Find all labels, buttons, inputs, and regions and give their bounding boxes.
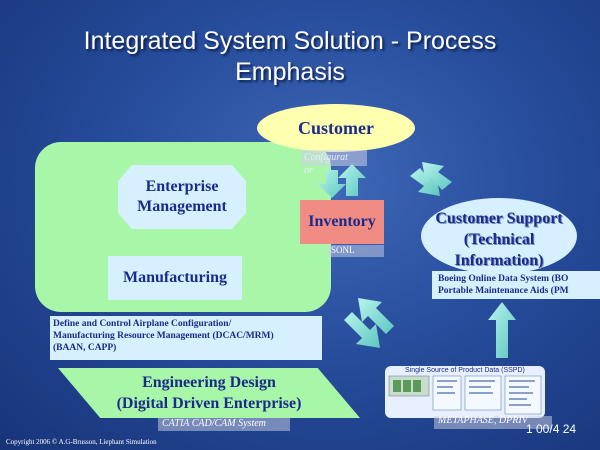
catia-label: CATIA CAD/CAM System [162,418,266,429]
dcac-mrm-label: Define and Control Airplane Configuratio… [53,318,274,354]
enterprise-label-line2: Management [137,198,227,215]
sspd-thumbnail-graphic [388,375,542,415]
arrow-down-config-to-inventory [318,170,346,198]
arrow-support-to-customer [422,162,452,190]
customer-node: Customer [257,104,415,152]
engineering-line2: (Digital Driven Enterprise) [116,395,302,412]
dcac-line2: Manufacturing Resource Management (DCAC/… [53,331,274,341]
boeing-online-label: Boeing Online Data System (BO Portable M… [438,273,569,297]
catia-label-box [158,418,290,431]
boeing-online-box [432,271,600,299]
metaphase-label: METAPHASE, DPRIV [438,415,528,426]
dcac-line3: (BAAN, CAPP) [53,343,117,353]
configurator-label: Configurat or [304,151,374,177]
customer-support-node [421,198,577,274]
metaphase-label-box [434,416,552,429]
configurator-label-line1: Configurat [304,152,348,163]
manufacturing-node: Manufacturing [108,256,242,300]
sspd-title: Single Source of Product Data (SSPD) [405,367,525,374]
boeing-line1: Boeing Online Data System (BO [438,274,569,284]
slide-title-line1: Integrated System Solution - Process [83,27,497,55]
customer-support-line1: Customer Support [435,210,563,227]
arrow-sspd-to-boeing [488,302,516,358]
dcac-line1: Define and Control Airplane Configuratio… [53,319,232,329]
sonl-label: SONL [331,245,355,255]
arrow-up-inventory-to-customer [338,164,366,196]
configurator-label-box [301,150,367,166]
engineering-line1: Engineering Design [142,374,276,391]
slide-title-line2: Emphasis [235,58,345,86]
customer-support-label: Customer Support (Technical Information) [411,208,587,271]
customer-label: Customer [298,117,374,138]
inventory-label: Inventory [308,213,376,230]
inventory-node: Inventory [300,200,384,244]
slide-title: Integrated System Solution - Process Emp… [20,26,560,88]
engineering-design-label: Engineering Design (Digital Driven Enter… [58,372,360,414]
enterprise-label-line1: Enterprise [145,178,219,195]
boeing-line2: Portable Maintenance Aids (PM [438,286,569,296]
configurator-label-line2: or [304,165,313,176]
arrow-engineering-to-dcac [358,298,394,334]
arrow-dcac-to-engineering [344,312,380,348]
engineering-design-node [58,368,360,418]
enterprise-management-node: Enterprise Management [118,165,246,229]
customer-support-line3: Information) [454,252,544,269]
sonl-label-box [328,245,384,257]
sspd-thumbnail [385,366,545,418]
dcac-mrm-box [50,316,322,360]
page-number: 1 00/4 24 [526,422,577,436]
arrow-customer-to-support [410,168,440,196]
copyright-footer: Copyright 2006 © A.G-Brusson, Liephant S… [6,438,157,446]
customer-support-line2: (Technical [463,231,535,248]
manufacturing-label: Manufacturing [123,269,227,286]
